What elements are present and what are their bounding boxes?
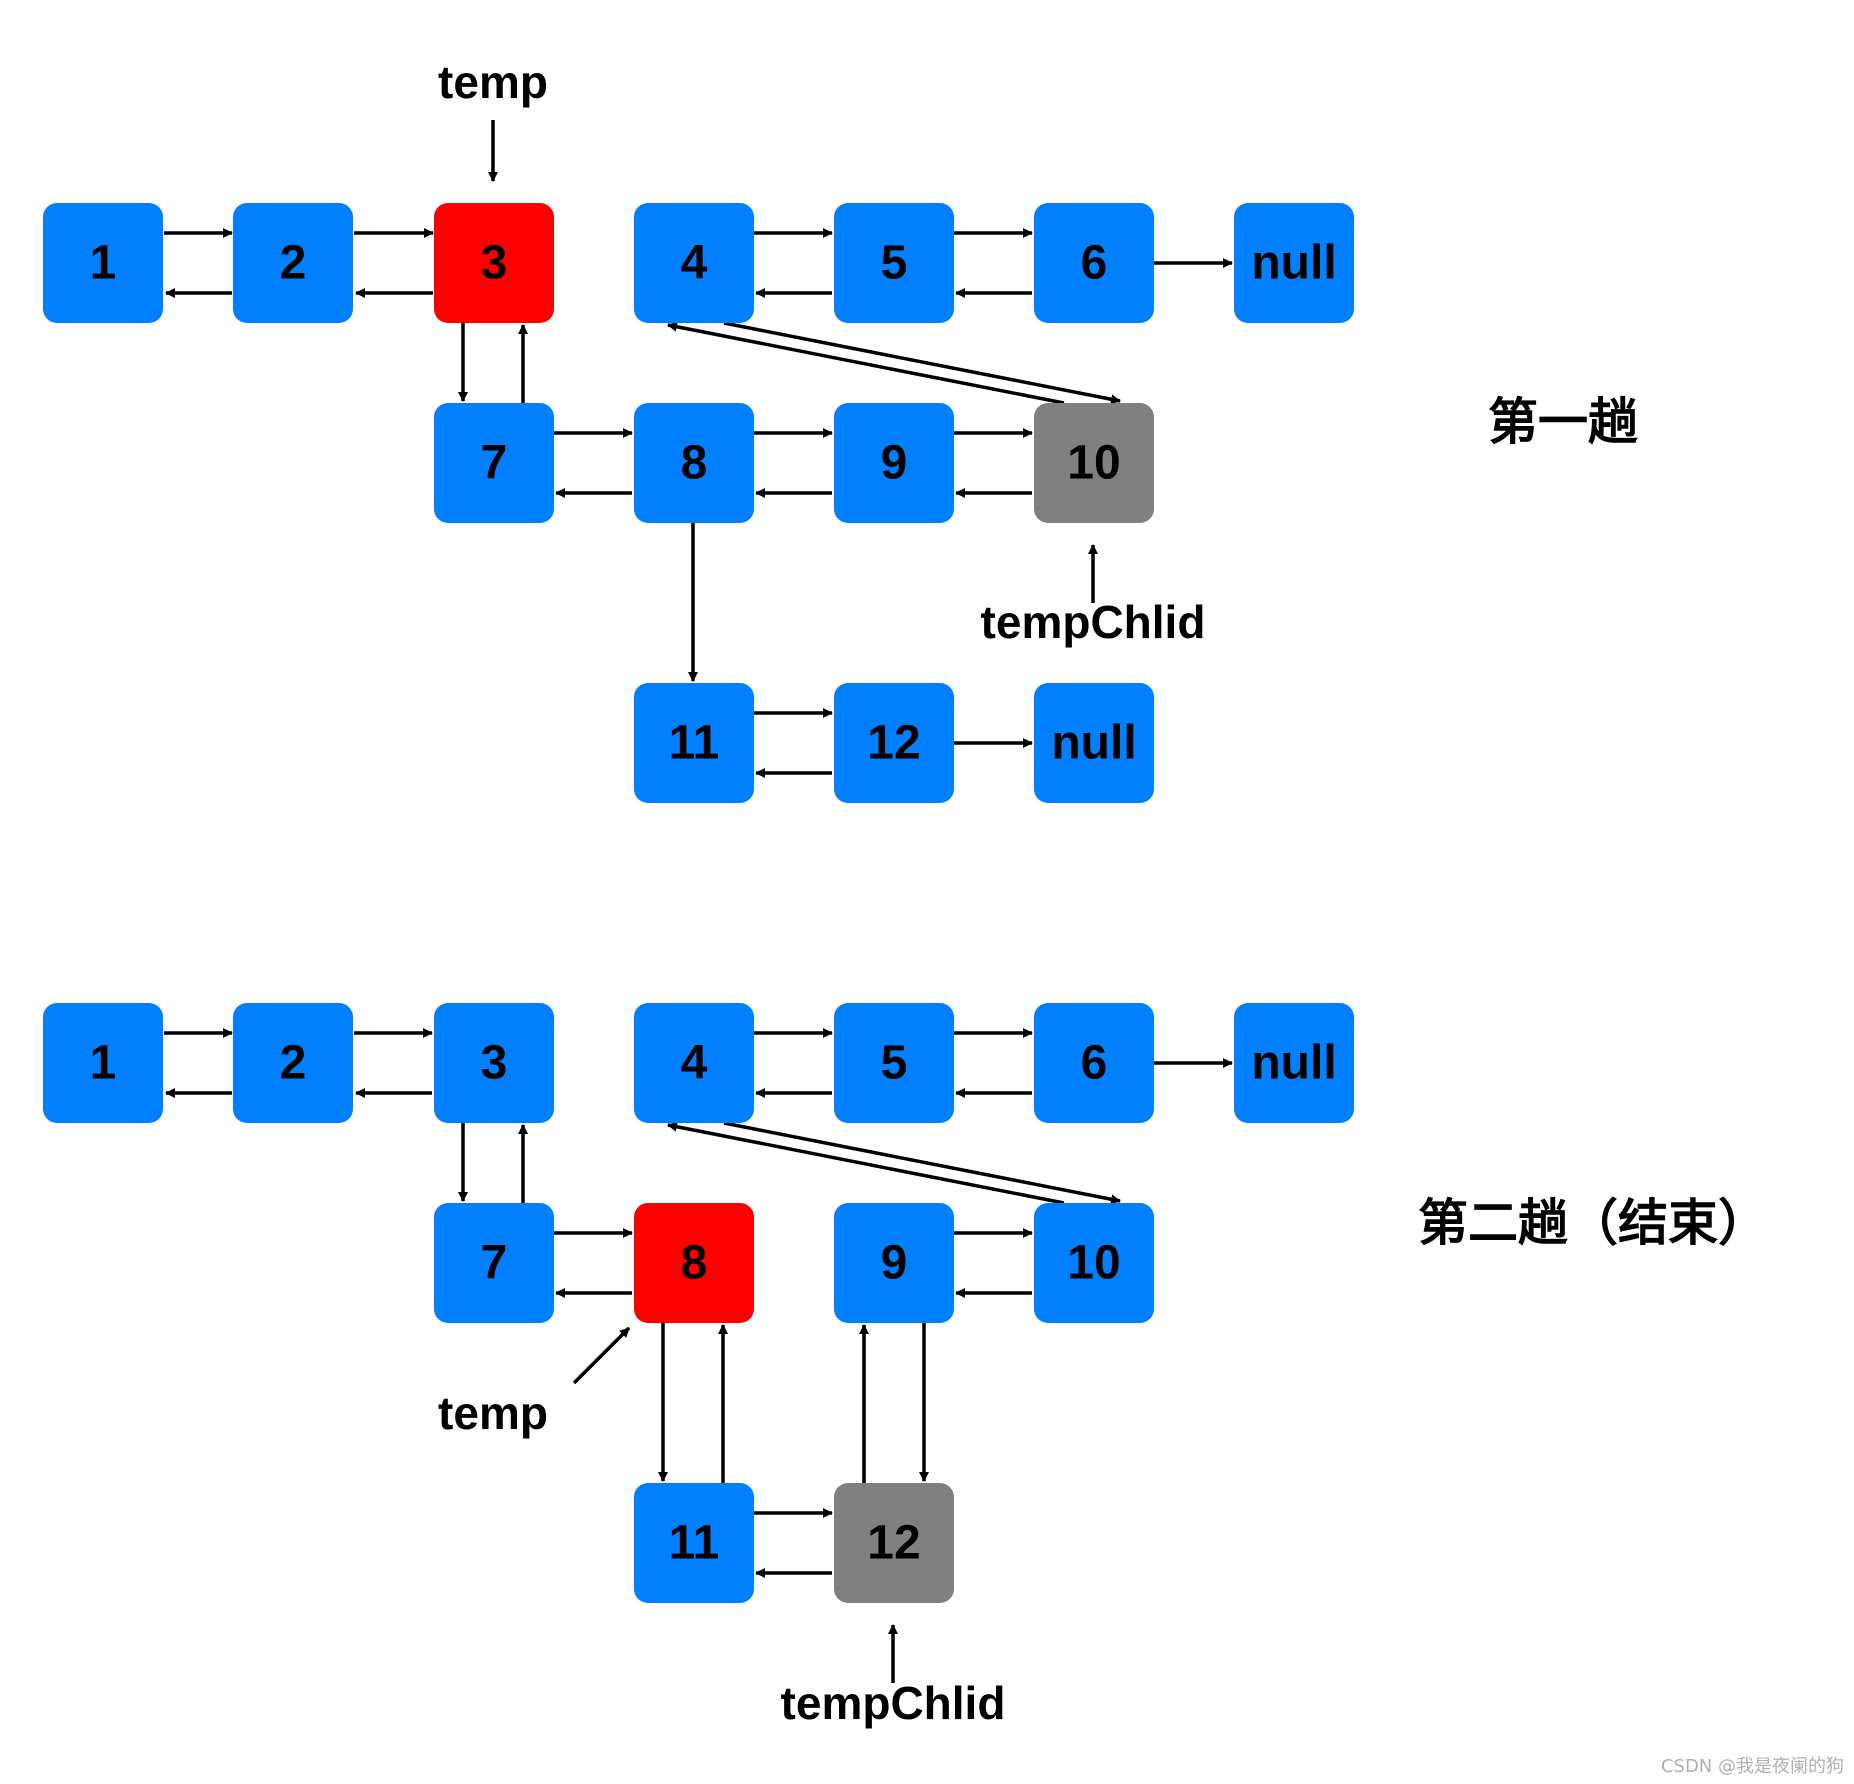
pass1-node-6: 6 (1034, 203, 1154, 323)
pass2-node-7: 7 (434, 1203, 554, 1323)
pass2-node-8-temp: 8 (634, 1203, 754, 1323)
pass1-node-12: 12 (834, 683, 954, 803)
pass1-edges (164, 120, 1233, 778)
pass1-edge-4-prev-10 (723, 321, 1121, 405)
pass2-node-4: 4 (634, 1003, 754, 1123)
pass1-node-4-label: 4 (681, 237, 708, 290)
pass2-temp-label: temp (438, 1387, 548, 1439)
pass2-node-null-main-label: null (1251, 1037, 1336, 1090)
pass1-node-12-label: 12 (867, 717, 920, 770)
pass2-node-1: 1 (43, 1003, 163, 1123)
pass1-node-5: 5 (834, 203, 954, 323)
pass1-node-8: 8 (634, 403, 754, 523)
pass1-title: 第一趟 (1488, 393, 1638, 451)
pass2-node-3: 3 (434, 1003, 554, 1123)
pass1-node-null-child: null (1034, 683, 1154, 803)
pass1-node-1: 1 (43, 203, 163, 323)
pass2-edges (164, 1028, 1233, 1683)
pass1-node-3-label: 3 (481, 237, 508, 290)
pass2-node-12-temp-child: 12 (834, 1483, 954, 1603)
pass2-node-11-label: 11 (669, 1517, 720, 1570)
pass2-node-7-label: 7 (481, 1237, 508, 1290)
pass1-node-4: 4 (634, 203, 754, 323)
pass1-node-2-label: 2 (280, 237, 307, 290)
pass1-node-9-label: 9 (881, 437, 908, 490)
pass2-node-9-label: 9 (881, 1237, 908, 1290)
pass1-node-1-label: 1 (90, 237, 117, 290)
pass1-node-11-label: 11 (669, 717, 720, 770)
pass2-node-1-label: 1 (90, 1037, 117, 1090)
pass2-node-9: 9 (834, 1203, 954, 1323)
pass1-node-10-label: 10 (1067, 437, 1120, 490)
pass1-node-5-label: 5 (881, 237, 908, 290)
pass1-node-null-main-label: null (1251, 237, 1336, 290)
pass1-temp-label: temp (438, 56, 548, 108)
pass2-node-10: 10 (1034, 1203, 1154, 1323)
pass1-node-2: 2 (233, 203, 353, 323)
pass2-node-3-label: 3 (481, 1037, 508, 1090)
pass2-node-2: 2 (233, 1003, 353, 1123)
pass2-diagram: 1 2 3 4 5 6 null 7 (43, 1003, 1768, 1729)
pass1-node-9: 9 (834, 403, 954, 523)
watermark: CSDN @我是夜阑的狗 (1661, 1756, 1844, 1777)
pass2-node-8-label: 8 (681, 1237, 708, 1290)
pass2-node-4-label: 4 (681, 1037, 708, 1090)
pass1-node-8-label: 8 (681, 437, 708, 490)
pass1-node-null-child-label: null (1051, 717, 1136, 770)
pass1-edge-10-next-4 (667, 321, 1065, 405)
pass2-node-5-label: 5 (881, 1037, 908, 1090)
pass2-node-6: 6 (1034, 1003, 1154, 1123)
pass2-node-2-label: 2 (280, 1037, 307, 1090)
pass2-node-5: 5 (834, 1003, 954, 1123)
pass2-node-12-label: 12 (867, 1517, 920, 1570)
pass2-node-10-label: 10 (1067, 1237, 1120, 1290)
pass1-node-10-temp-child: 10 (1034, 403, 1154, 523)
pass2-node-11: 11 (634, 1483, 754, 1603)
pass1-node-7: 7 (434, 403, 554, 523)
pass2-edge-10-next-4 (667, 1121, 1065, 1205)
pass1-node-7-label: 7 (481, 437, 508, 490)
pass2-temp-child-label: tempChlid (781, 1677, 1006, 1729)
pass2-title: 第二趟（结束） (1418, 1194, 1768, 1252)
pass2-temp-pointer-arrow (572, 1326, 631, 1385)
pass2-edge-4-prev-10 (723, 1121, 1121, 1205)
pass1-temp-child-label: tempChlid (981, 596, 1206, 648)
pass2-node-null-main: null (1234, 1003, 1354, 1123)
pass2-node-6-label: 6 (1081, 1037, 1108, 1090)
pass1-node-null-main: null (1234, 203, 1354, 323)
pass1-diagram: 1 2 3 4 5 6 null 7 (43, 56, 1638, 803)
pass1-node-3-temp: 3 (434, 203, 554, 323)
pass1-node-11: 11 (634, 683, 754, 803)
pass1-node-6-label: 6 (1081, 237, 1108, 290)
